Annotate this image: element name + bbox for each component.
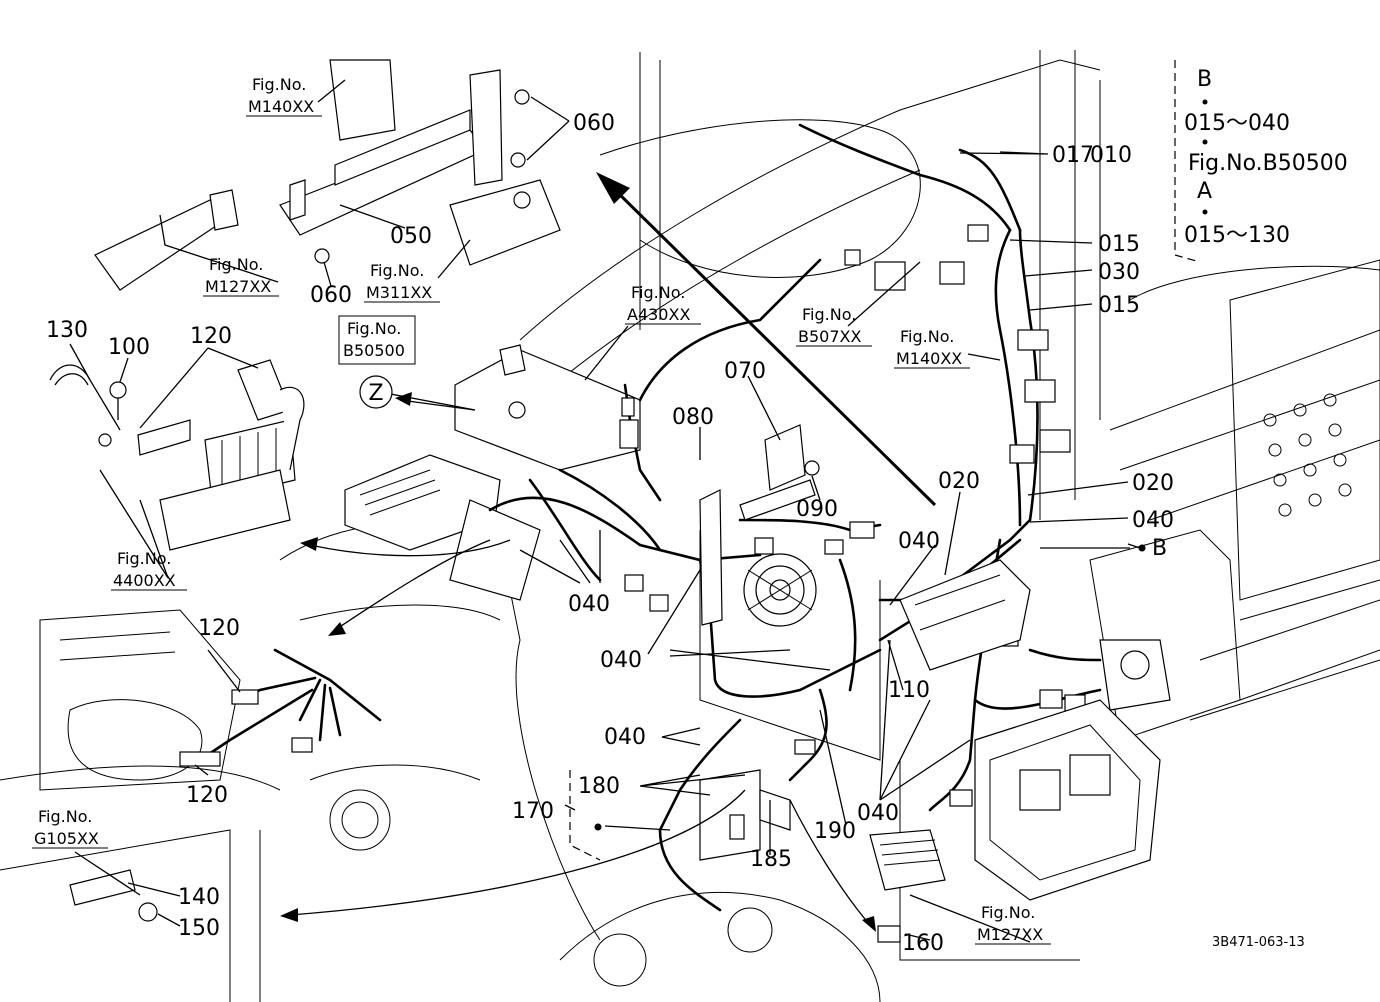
floor-plate-holes (1263, 393, 1352, 517)
fig-ref: Fig.No. G105XX (32, 807, 108, 849)
fig-ref-caption: Fig.No. (252, 75, 306, 94)
dashed-groupings (569, 60, 1201, 861)
fig-ref: Fig.No. B507XX (796, 305, 872, 347)
part-label: 150 (178, 916, 220, 941)
fig-ref-caption: Fig.No. (900, 327, 954, 346)
alternator (743, 553, 817, 627)
part-label: 140 (178, 885, 220, 910)
part-label: 040 (568, 592, 610, 617)
connector-160 (869, 829, 946, 943)
part-label: 040 (600, 648, 642, 673)
fig-ref: Fig.No. M127XX (975, 903, 1051, 945)
part-label: 017 (1052, 143, 1094, 168)
part-label: 190 (814, 819, 856, 844)
ecu-module (344, 344, 641, 601)
bracket-070 (699, 424, 820, 626)
fig-ref-caption: Fig.No. (631, 283, 685, 302)
bracket-group-050 (94, 59, 561, 291)
fig-ref-caption: Fig.No. (370, 261, 424, 280)
part-label: B (1152, 536, 1167, 561)
part-label: 170 (512, 799, 554, 824)
fig-ref-code: M140XX (248, 97, 314, 116)
part-label: 060 (573, 111, 615, 136)
part-label: 080 (672, 405, 714, 430)
callout-z: Z (359, 375, 393, 409)
fig-ref-code: M140XX (896, 349, 962, 368)
fig-ref-code: M127XX (977, 925, 1043, 944)
fig-ref-caption: Fig.No. (209, 255, 263, 274)
legend-fig-ref: Fig.No.B50500 (1188, 151, 1348, 176)
part-label: 020 (938, 469, 980, 494)
part-label: 185 (750, 847, 792, 872)
marker-dots (594, 544, 1146, 831)
document-code: 3B471-063-13 (1212, 935, 1305, 950)
direction-arrows (280, 172, 937, 932)
background-line-art (0, 50, 1380, 1002)
fig-ref-box (338, 315, 416, 365)
fig-ref: Fig.No. B50500 (338, 315, 416, 365)
fig-ref: Fig.No. A430XX (625, 283, 701, 325)
fig-ref-caption: Fig.No. (347, 319, 401, 338)
fig-ref: Fig.No. M127XX (203, 255, 279, 297)
fig-ref-code: M311XX (366, 283, 432, 302)
figure-references: Fig.No. M140XX Fig.No. M127XX Fig.No. M311X… (32, 75, 1051, 945)
part-label: 040 (604, 725, 646, 750)
fig-ref-code: A430XX (627, 305, 690, 324)
part-label: 015 (1098, 293, 1140, 318)
part-label: 070 (724, 359, 766, 384)
fig-ref: Fig.No. M140XX (894, 327, 970, 369)
part-label: 030 (1098, 260, 1140, 285)
legend-a-letter: A (1197, 179, 1212, 204)
fig-ref-code: G105XX (34, 829, 99, 848)
part-label: 050 (390, 224, 432, 249)
part-label: 015 (1098, 232, 1140, 257)
bracket-170 (699, 769, 791, 861)
legend: B 015～040 Fig.No.B50500 A 015～130 (1184, 67, 1348, 248)
part-label: 160 (902, 931, 944, 956)
fig-ref-caption: Fig.No. (117, 549, 171, 568)
fig-ref-caption: Fig.No. (802, 305, 856, 324)
relay-box (974, 639, 1171, 901)
part-label: 090 (796, 497, 838, 522)
fig-ref: Fig.No. M311XX (364, 261, 440, 303)
part-label: 130 (46, 318, 88, 343)
part-label: 120 (190, 324, 232, 349)
part-label: 180 (578, 774, 620, 799)
fig-ref: Fig.No. M140XX (246, 75, 322, 117)
callout-z-label: Z (368, 381, 383, 406)
starter-motor (899, 559, 1031, 671)
legend-a-range: 015～130 (1184, 223, 1290, 248)
part-label: 020 (1132, 471, 1174, 496)
connector-group-left (49, 359, 305, 551)
fig-ref-code: M127XX (205, 277, 271, 296)
legend-b-letter: B (1197, 67, 1212, 92)
part-label: 040 (1132, 508, 1174, 533)
part-label: 060 (310, 283, 352, 308)
part-label: 110 (888, 678, 930, 703)
fig-ref-code: B50500 (343, 341, 405, 360)
part-label: 120 (198, 616, 240, 641)
part-labels: 060 050 060 017 010 015 030 015 130 100 … (46, 111, 1174, 956)
part-label: 040 (898, 529, 940, 554)
fig-ref-caption: Fig.No. (981, 903, 1035, 922)
fig-ref: Fig.No. 4400XX (111, 549, 187, 591)
part-label: 120 (186, 783, 228, 808)
part-label: 040 (857, 801, 899, 826)
part-label: 010 (1090, 143, 1132, 168)
leader-lines (69, 79, 1141, 943)
fig-ref-caption: Fig.No. (38, 807, 92, 826)
fig-ref-code: 4400XX (113, 571, 176, 590)
legend-b-range: 015～040 (1184, 111, 1290, 136)
fig-ref-code: B507XX (798, 327, 861, 346)
part-label: 100 (108, 335, 150, 360)
